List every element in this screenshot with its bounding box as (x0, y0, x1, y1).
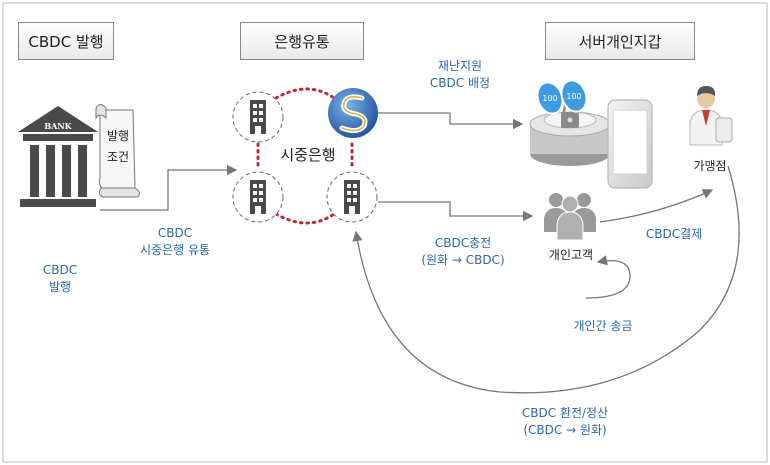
scroll-line-2: 조건 (107, 150, 129, 164)
bank-node-bottom-left (232, 171, 284, 223)
arrow-exchange-settlement (352, 165, 740, 394)
arrow-cbdc-payment (599, 189, 714, 223)
header-bank-distribution: 은행유통 (240, 22, 364, 60)
merchant-icon (689, 86, 733, 146)
server-wallet-icon (529, 102, 611, 166)
smartphone-icon (607, 99, 653, 189)
label-disaster-support: 재난지원 CBDC 배정 (429, 59, 491, 90)
label-merchant: 가맹점 (693, 159, 727, 173)
label-cbdc-issue: CBDC 발행 (42, 263, 78, 294)
central-bank-icon: BANK (18, 106, 98, 207)
shinhan-bank-logo-icon (328, 88, 378, 138)
issuance-conditions-scroll: 발행 조건 (95, 104, 140, 198)
arrow-cbdc-charge (378, 201, 534, 222)
arrow-disaster-support (378, 112, 524, 130)
individual-customers-icon (544, 193, 596, 241)
label-commercial-banks: 시중은행 (280, 146, 336, 164)
bank-icon-text: BANK (44, 121, 72, 131)
coin-label-left: 100 (542, 94, 557, 103)
bank-node-bottom-right (326, 171, 378, 223)
coin-label-right: 100 (566, 92, 581, 101)
label-exchange-settlement: CBDC 환전/정산 (CBDC → 원화) (521, 406, 609, 437)
bank-node-top-left (232, 91, 284, 143)
header-personal-wallet: 서버개인지갑 (545, 22, 695, 60)
label-cbdc-charge: CBDC충전 (원화 → CBDC) (421, 236, 505, 267)
header-cbdc-issuance: CBDC 발행 (18, 22, 114, 60)
label-individual-customer: 개인고객 (548, 248, 594, 262)
coin-icon-right: 100 (560, 79, 588, 113)
label-commercial-distribution: CBDC 시중은행 유통 (139, 226, 211, 257)
arrow-issue-to-banks (100, 164, 238, 211)
scroll-line-1: 발행 (107, 128, 129, 143)
label-p2p-transfer: 개인간 송금 (573, 319, 633, 333)
arrow-p2p-transfer (585, 255, 631, 299)
label-cbdc-payment: CBDC결제 (645, 227, 703, 241)
bank-network-links (256, 87, 354, 225)
